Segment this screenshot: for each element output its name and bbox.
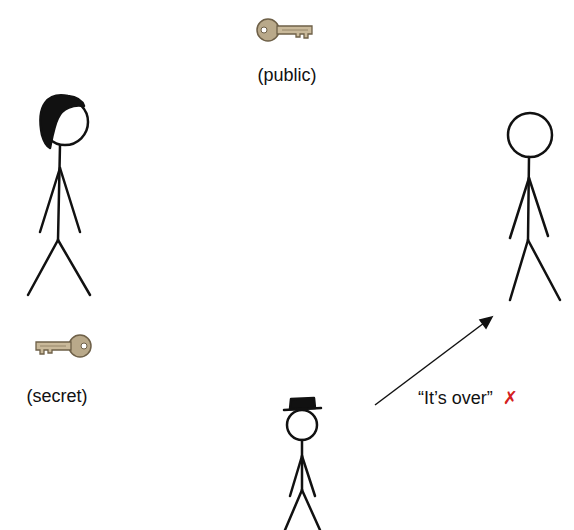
rejected-mark: ✗ bbox=[503, 387, 518, 409]
message-label: “It’s over” bbox=[418, 387, 493, 409]
public-key-icon bbox=[257, 19, 312, 41]
secret-key-icon bbox=[36, 335, 91, 357]
hat-figure bbox=[284, 398, 321, 530]
key-label: (secret) bbox=[26, 385, 87, 407]
left-figure bbox=[28, 95, 90, 295]
key-label: (public) bbox=[257, 64, 316, 86]
right-figure bbox=[508, 113, 560, 300]
